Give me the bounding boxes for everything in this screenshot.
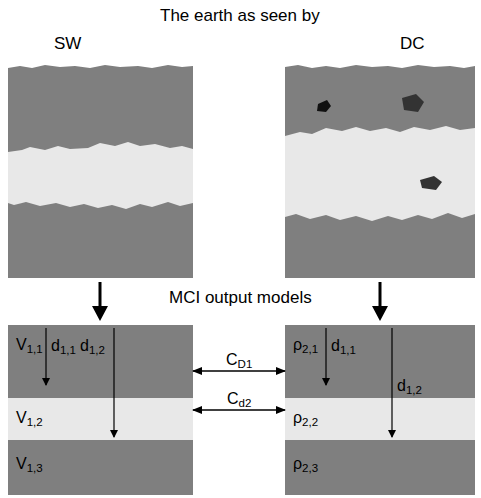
light-layer	[285, 126, 475, 221]
layer-label: ρ2,3	[293, 454, 469, 473]
depth-label: d1,1	[331, 336, 356, 355]
correlation-arrow	[193, 370, 285, 371]
model-layer: ρ2,2	[285, 398, 475, 440]
layer-label: ρ2,1	[293, 335, 469, 354]
inclusion	[420, 176, 442, 190]
panel-heading: SW	[54, 34, 81, 54]
model-layer: ρ2,3	[285, 440, 475, 495]
down-arrow	[92, 282, 388, 321]
model-layer: ρ2,1	[285, 325, 475, 398]
edge-label: CD1	[226, 350, 252, 369]
model-layer: V1,3	[8, 440, 193, 495]
earth-panel	[285, 65, 475, 278]
layer-label: V1,3	[16, 454, 187, 473]
earth-panel	[8, 65, 193, 278]
depth-label: d1,1	[51, 336, 76, 355]
edge-label: Cd2	[227, 389, 251, 408]
depth-arrow	[46, 328, 392, 437]
depth-label: d1,2	[80, 336, 105, 355]
section-heading: MCI output models	[169, 288, 312, 308]
depth-label: d1,2	[397, 376, 422, 395]
inclusion	[402, 94, 424, 112]
inclusion	[317, 100, 331, 112]
diagram-title: The earth as seen by	[160, 6, 320, 26]
model-layer: V1,1	[8, 325, 193, 398]
light-layer	[8, 142, 193, 209]
panel-heading: DC	[400, 34, 425, 54]
correlation-arrow	[193, 409, 285, 410]
layer-label: V1,2	[16, 408, 187, 427]
model-layer: V1,2	[8, 398, 193, 440]
layer-label: ρ2,2	[293, 408, 469, 427]
